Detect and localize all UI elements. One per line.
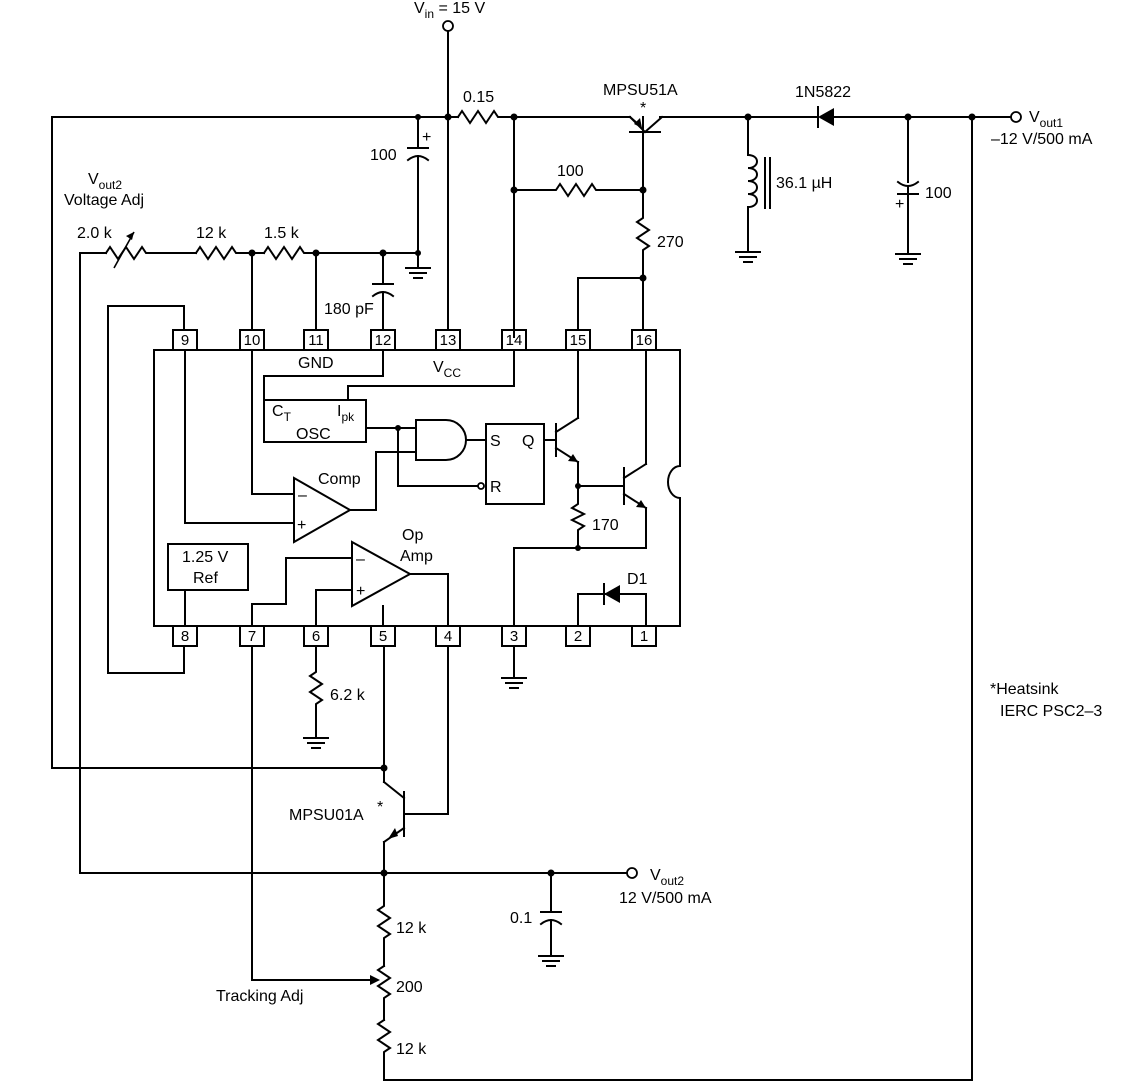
vout2-rail: Vout2 12 V/500 mA — [79, 867, 712, 907]
sr-latch — [485, 423, 545, 505]
svg-text:Op: Op — [402, 527, 423, 544]
timing-capacitor: 180 pF — [324, 252, 395, 331]
svg-text:IERC PSC2–3: IERC PSC2–3 — [1000, 703, 1102, 720]
ct-label: CT — [272, 403, 292, 424]
svg-text:200: 200 — [396, 979, 423, 996]
inductor: 36.1 µH — [735, 113, 832, 263]
svg-text:*: * — [377, 799, 383, 816]
svg-text:+: + — [422, 129, 431, 146]
and-gate — [415, 419, 467, 461]
reference-block — [167, 543, 249, 591]
ic-package: 9 10 11 12 13 14 15 16 8 7 6 5 4 3 2 1 — [153, 329, 681, 647]
svg-text:+: + — [297, 517, 306, 534]
bottom-pin-boxes: 8 7 6 5 4 3 2 1 — [172, 625, 657, 647]
svg-text:180 pF: 180 pF — [324, 301, 374, 318]
vin-label: Vin = 15 V — [414, 0, 485, 21]
svg-text:1: 1 — [640, 628, 648, 645]
svg-text:100: 100 — [370, 147, 397, 164]
svg-text:S: S — [490, 433, 501, 450]
svg-text:*Heatsink: *Heatsink — [990, 681, 1059, 698]
svg-text:14: 14 — [506, 332, 523, 349]
top-pin-leads — [107, 116, 515, 674]
svg-text:*: * — [640, 100, 646, 117]
svg-text:100: 100 — [925, 185, 952, 202]
oscillator-block — [263, 399, 367, 443]
vout2-label: Vout2 — [650, 867, 684, 888]
vout1-terminal: Vout1 –12 V/500 mA — [383, 109, 1093, 1081]
heatsink-note: *Heatsink IERC PSC2–3 — [990, 681, 1102, 720]
svg-text:8: 8 — [181, 628, 189, 645]
pass-transistor: MPSU51A * — [603, 82, 749, 191]
output1-capacitor: + 100 — [895, 113, 952, 265]
svg-text:OSC: OSC — [296, 426, 331, 443]
svg-text:1N5822: 1N5822 — [795, 84, 851, 101]
svg-text:12 k: 12 k — [196, 225, 227, 242]
svg-text:R: R — [490, 479, 502, 496]
svg-text:270: 270 — [657, 234, 684, 251]
svg-text:GND: GND — [298, 355, 334, 372]
vin-terminal: Vin = 15 V — [414, 0, 485, 118]
svg-text:0.1: 0.1 — [510, 910, 532, 927]
resistor-270: 270 — [577, 189, 684, 331]
driver-transistors — [543, 349, 648, 549]
svg-text:D1: D1 — [627, 571, 648, 588]
svg-text:Comp: Comp — [318, 471, 361, 488]
tracking-divider: 12 k 200 12 k Tracking Adj — [216, 645, 427, 1081]
resistor-170: 170 — [513, 485, 647, 627]
svg-text:11: 11 — [308, 332, 324, 349]
sense-resistor: 0.15 — [456, 89, 631, 125]
vcc-label: VCC — [433, 359, 461, 380]
vout2-adj-label: Vout2 — [88, 171, 122, 192]
input-capacitor: 100 + — [370, 116, 431, 256]
svg-text:–: – — [298, 487, 307, 504]
svg-text:170: 170 — [592, 517, 619, 534]
svg-text:+: + — [895, 196, 904, 213]
output2-capacitor: 0.1 — [510, 872, 564, 967]
svg-text:100: 100 — [557, 163, 584, 180]
vout1-label: Vout1 — [1029, 109, 1063, 130]
top-pin-boxes: 9 10 11 12 13 14 15 16 — [172, 329, 657, 351]
tracking-transistor: MPSU01A * — [289, 645, 449, 874]
internal-diode-d1: D1 — [577, 571, 648, 627]
svg-text:10: 10 — [244, 332, 261, 349]
svg-text:6.2 k: 6.2 k — [330, 687, 366, 704]
svg-text:–12 V/500 mA: –12 V/500 mA — [991, 131, 1093, 148]
svg-text:36.1 µH: 36.1 µH — [776, 175, 832, 192]
svg-text:3: 3 — [510, 628, 518, 645]
svg-text:0.15: 0.15 — [463, 89, 494, 106]
resistor-6k2: 6.2 k — [303, 645, 366, 749]
svg-text:Q: Q — [522, 433, 534, 450]
svg-text:1.5 k: 1.5 k — [264, 225, 300, 242]
ground-symbol-pin3 — [501, 645, 527, 689]
svg-text:–: – — [356, 551, 365, 568]
svg-text:12: 12 — [375, 332, 392, 349]
schottky-diode: 1N5822 — [747, 84, 1011, 128]
svg-text:Tracking Adj: Tracking Adj — [216, 988, 303, 1005]
svg-text:6: 6 — [312, 628, 320, 645]
svg-text:15: 15 — [570, 332, 587, 349]
svg-text:9: 9 — [181, 332, 189, 349]
svg-text:2.0 k: 2.0 k — [77, 225, 113, 242]
ipk-label: Ipk — [337, 403, 355, 424]
svg-text:MPSU51A: MPSU51A — [603, 82, 678, 99]
svg-text:MPSU01A: MPSU01A — [289, 807, 364, 824]
svg-text:4: 4 — [444, 628, 452, 645]
svg-text:Amp: Amp — [400, 548, 433, 565]
svg-text:1.25 V: 1.25 V — [182, 549, 229, 566]
svg-text:16: 16 — [636, 332, 653, 349]
svg-text:12 k: 12 k — [396, 1041, 427, 1058]
svg-text:5: 5 — [379, 628, 387, 645]
op-amp: – + Op Amp — [251, 527, 449, 627]
svg-text:Voltage Adj: Voltage Adj — [64, 192, 144, 209]
svg-text:+: + — [356, 583, 365, 600]
svg-text:12 k: 12 k — [396, 920, 427, 937]
svg-text:Ref: Ref — [193, 570, 218, 587]
svg-text:12 V/500 mA: 12 V/500 mA — [619, 890, 712, 907]
svg-text:7: 7 — [248, 628, 256, 645]
comparator: – + Comp — [184, 349, 377, 544]
ground-symbol-1 — [405, 252, 431, 279]
svg-text:2: 2 — [574, 628, 582, 645]
svg-text:13: 13 — [440, 332, 457, 349]
